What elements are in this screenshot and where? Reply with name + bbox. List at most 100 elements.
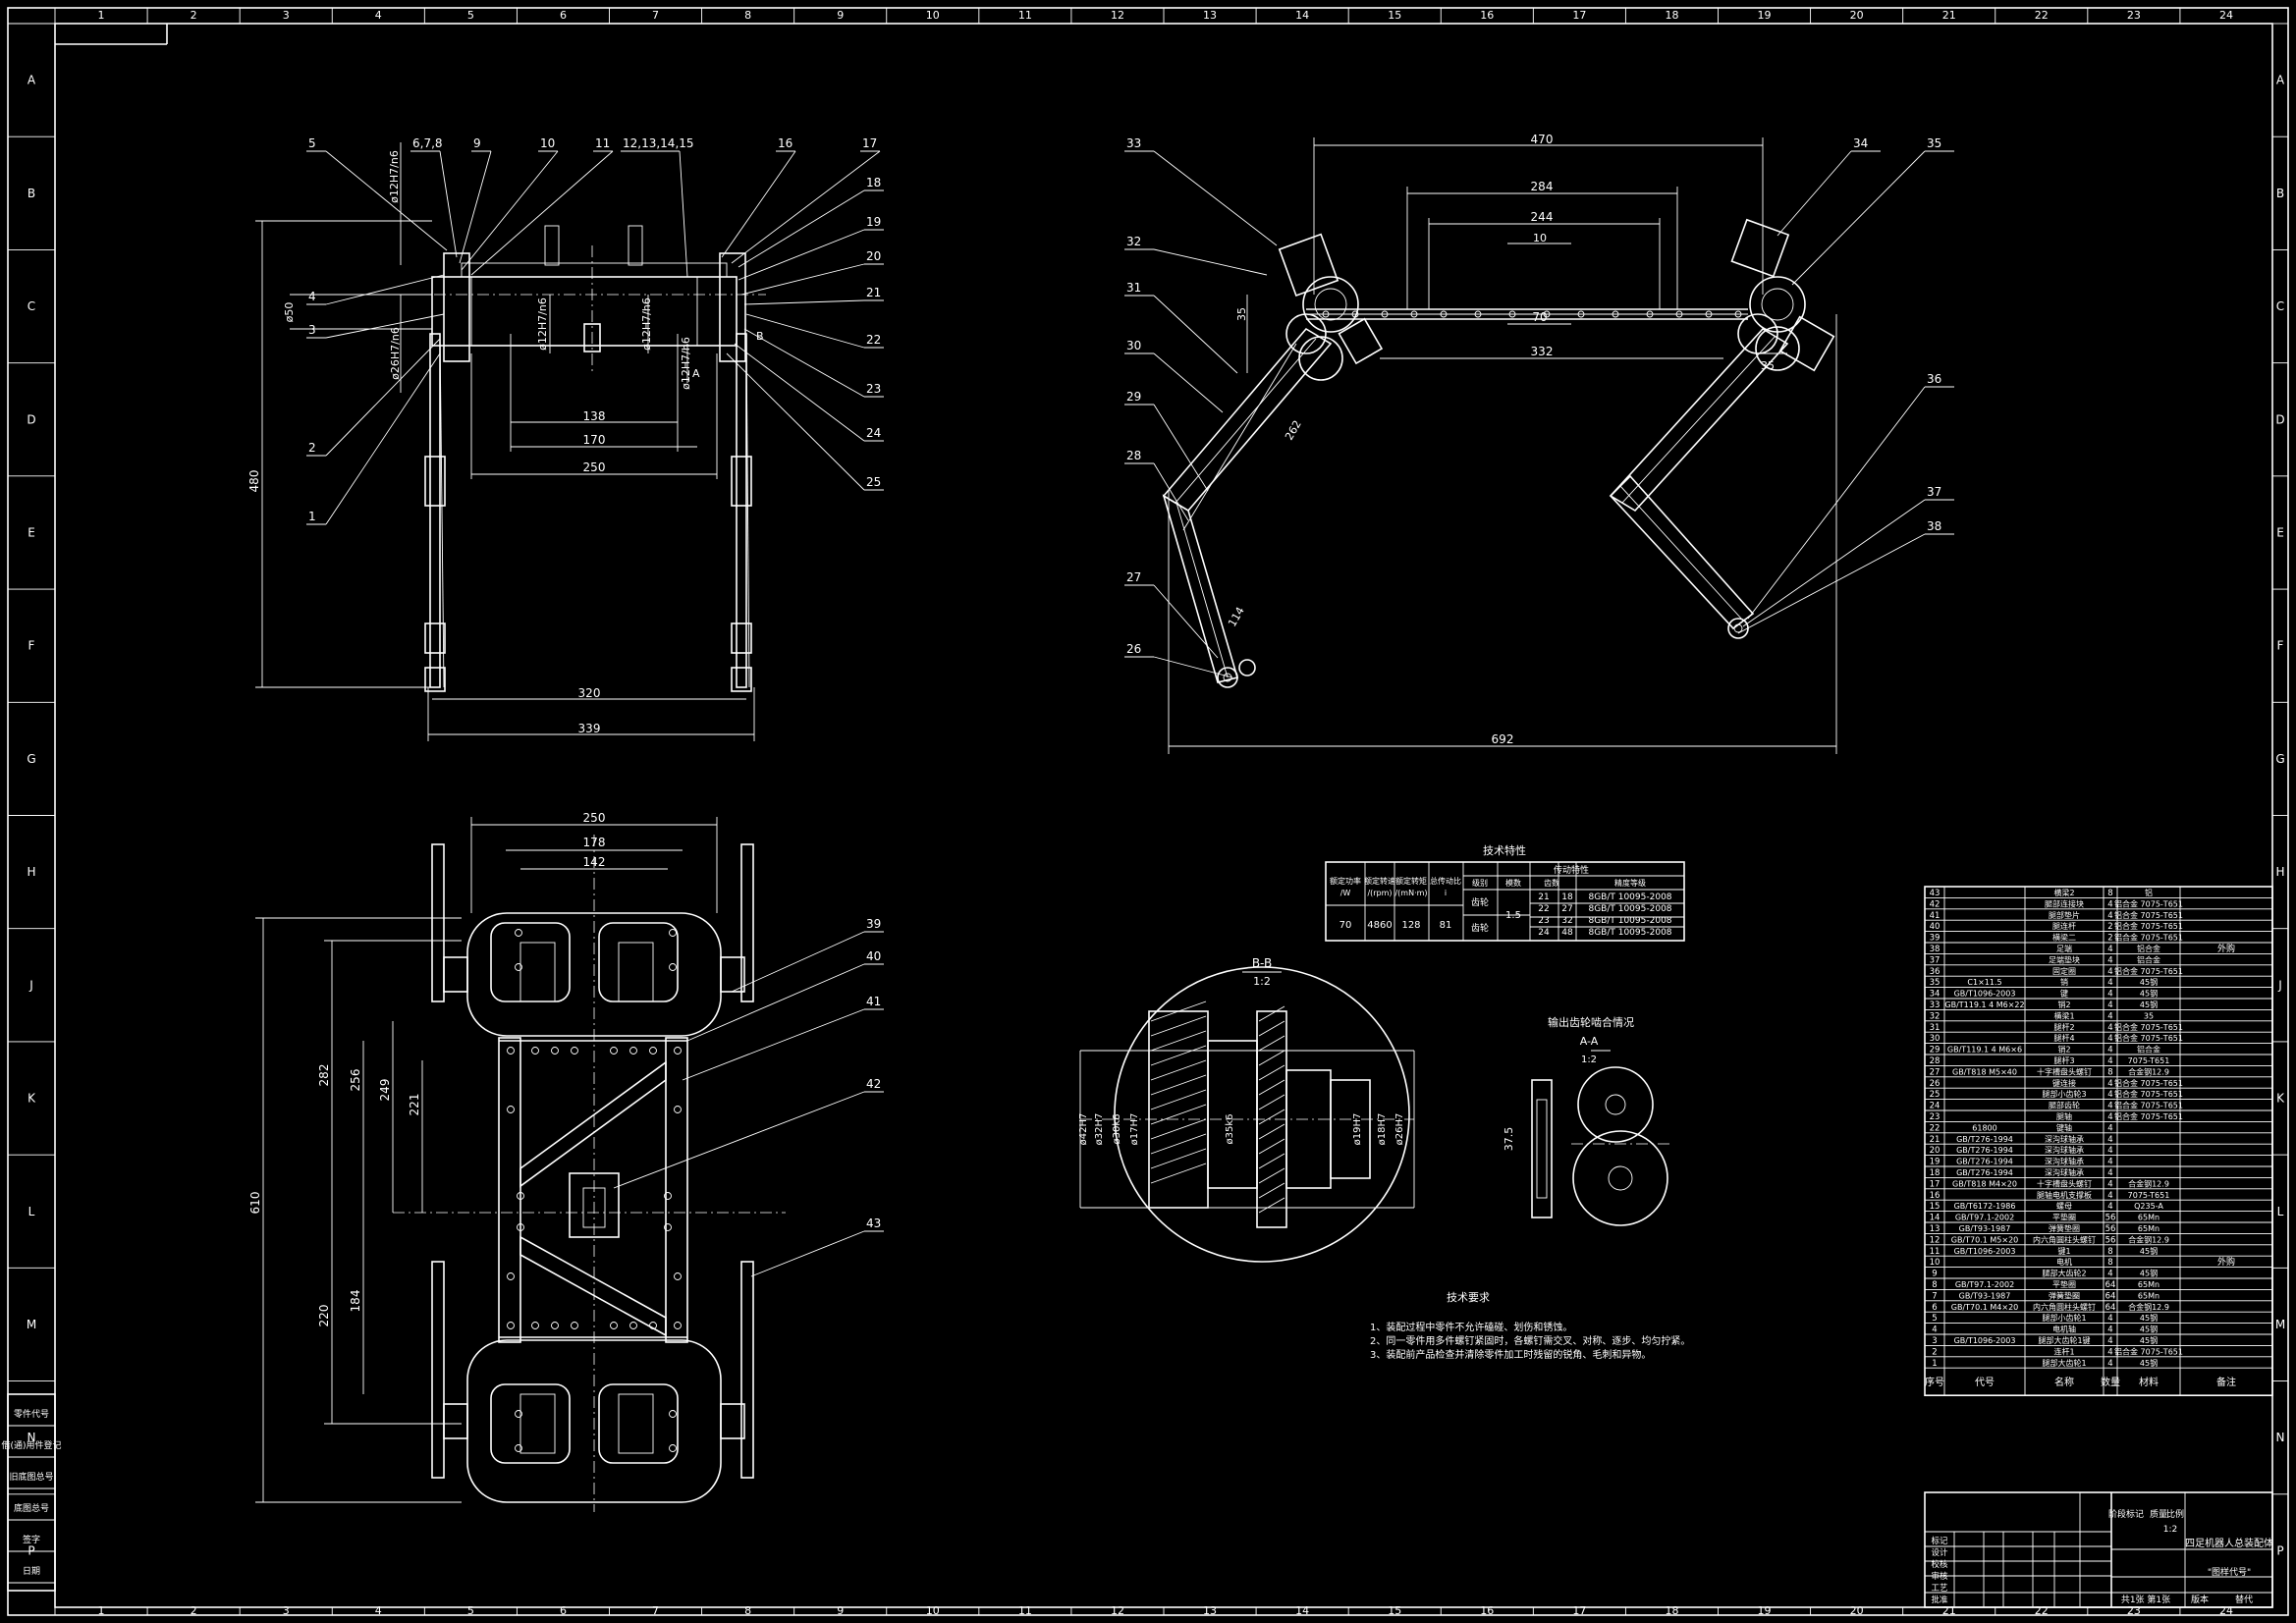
bolt-hole <box>629 1047 637 1055</box>
bolt-hole <box>1543 310 1551 318</box>
bom-footer: 备注 <box>2216 1376 2236 1388</box>
frame-row-letter: M <box>27 1318 36 1331</box>
dim-220: 220 <box>317 1305 331 1327</box>
frame-col-number: 17 <box>1572 9 1586 22</box>
bolt-hole <box>571 1047 578 1055</box>
spec-head: 额定转速 <box>1364 876 1395 886</box>
frame-row-letter: D <box>27 412 35 426</box>
frame-col-number: 6 <box>560 9 567 22</box>
bom-name: 腿轴 <box>2056 1111 2072 1121</box>
balloon-leader <box>731 150 881 264</box>
bom-name: 腿部垫片 <box>2049 910 2080 920</box>
balloon-leader <box>679 150 688 278</box>
bom-material: 65Mn <box>2138 1214 2159 1222</box>
dim-692: 692 <box>1492 732 1514 746</box>
frame-row-letter: H <box>2275 865 2284 879</box>
section-mark: B <box>756 330 764 343</box>
fit-note: ø30k6 <box>1112 1114 1122 1145</box>
balloon-number: 11 <box>595 136 610 150</box>
frame-row-letter: H <box>27 865 35 879</box>
fit-note: ø12H7/h6 <box>680 337 692 390</box>
tb-row-label: 校核 <box>1931 1559 1948 1570</box>
bom-qty: 4 <box>2107 1112 2112 1122</box>
title-version: 版本 <box>2191 1594 2209 1605</box>
frame-col-number: 6 <box>560 1604 567 1617</box>
bom-seq: 7 <box>1932 1291 1937 1301</box>
bom-seq: 41 <box>1930 911 1941 921</box>
balloon-number: 31 <box>1126 281 1141 295</box>
bolt-hole <box>1351 310 1359 318</box>
bom-seq: 14 <box>1930 1214 1941 1223</box>
frame-col-number: 7 <box>652 9 659 22</box>
bom-seq: 35 <box>1930 978 1941 988</box>
frame-col-number: 21 <box>1942 9 1956 22</box>
frame-row-letter: A <box>2276 74 2285 87</box>
bom-name: 腿杆4 <box>2053 1033 2074 1043</box>
gear-tooth <box>1258 1064 1285 1081</box>
bolt-hole <box>629 1322 637 1329</box>
frame-col-number: 23 <box>2127 1604 2141 1617</box>
bom-seq: 10 <box>1930 1258 1941 1268</box>
dim-339: 339 <box>578 722 601 735</box>
bolt-hole <box>507 1106 515 1113</box>
tech-req-line: 2、同一零件用多件螺钉紧固时，各螺钉需交叉、对称、逐步、均匀拧紧。 <box>1370 1334 1690 1347</box>
bom-name: 键1 <box>2057 1246 2070 1256</box>
bom-qty: 2 <box>2107 934 2112 944</box>
spec-stage: 齿轮 <box>1471 896 1489 908</box>
fit-note: ø17H7 <box>1129 1113 1140 1146</box>
dim-470: 470 <box>1531 133 1554 146</box>
balloon-number: 37 <box>1927 485 1941 499</box>
tech-spec-table: 技术特性传动特性额定功率/W额定转速/(rpm)额定转矩/(mN·m)总传动比i… <box>1325 843 1685 942</box>
frame-row-letter: L <box>2277 1205 2284 1218</box>
bom-seq: 20 <box>1930 1146 1941 1156</box>
bom-code: GB/T818 M5×40 <box>1952 1067 2017 1076</box>
frame-col-number: 24 <box>2219 1604 2233 1617</box>
fit-note: ø19H7 <box>1352 1113 1363 1146</box>
bom-seq: 30 <box>1930 1034 1941 1044</box>
gear-tooth <box>1258 1094 1285 1110</box>
balloon-leader <box>461 150 559 271</box>
balloon-leader <box>750 1230 865 1277</box>
spec-subhead: 级别 <box>1472 878 1488 888</box>
bom-material: 45钢 <box>2140 1325 2158 1334</box>
frame-col-number: 1 <box>98 1604 105 1617</box>
dim-142: 142 <box>583 855 606 869</box>
bom-code: GB/T119.1 4 M6×6 <box>1947 1046 2022 1055</box>
bom-name: 腿部大齿轮2 <box>2042 1269 2086 1278</box>
bom-material: 35 <box>2144 1011 2154 1020</box>
bolt-hole <box>1440 310 1448 318</box>
bolt-hole <box>515 929 522 937</box>
bom-seq: 28 <box>1930 1056 1941 1066</box>
bom-name: 足端垫块 <box>2049 954 2080 964</box>
bom-material: 45钢 <box>2140 1335 2158 1345</box>
frame-col-number: 13 <box>1203 1604 1217 1617</box>
bom-name: 内六角圆柱头螺钉 <box>2033 1234 2096 1244</box>
bom-seq: 40 <box>1930 922 1941 932</box>
bom-qty: 8 <box>2107 1258 2112 1268</box>
bolt-hole <box>531 1047 539 1055</box>
bom-seq: 2 <box>1932 1347 1937 1357</box>
bom-name: 深沟球轴承 <box>2045 1167 2084 1177</box>
bolt-hole <box>669 1444 677 1452</box>
bom-seq: 42 <box>1930 899 1941 909</box>
bom-code: GB/T97.1-2002 <box>1955 1214 2014 1222</box>
bolt-hole <box>664 1223 672 1231</box>
bolt-hole <box>551 1047 559 1055</box>
spec-stage-no: 22 <box>1538 904 1549 914</box>
bom-qty: 4 <box>2107 1179 2112 1189</box>
stamp-label: 底图总号 <box>14 1502 49 1514</box>
frame-row-letter: K <box>2276 1092 2285 1106</box>
gear-tooth <box>1258 1167 1285 1184</box>
bom-material: 铝合金 <box>2137 954 2160 964</box>
spec-head: 总传动比 <box>1430 876 1461 886</box>
balloon-number: 1 <box>308 510 316 523</box>
bom-qty: 4 <box>2107 911 2112 921</box>
balloon-number: 18 <box>866 176 881 189</box>
section-hatch <box>1150 1104 1207 1125</box>
frame-col-number: 22 <box>2035 9 2049 22</box>
balloon-leader <box>325 338 441 457</box>
bolt-hole <box>1381 310 1389 318</box>
bom-material: 45钢 <box>2140 1000 2158 1009</box>
